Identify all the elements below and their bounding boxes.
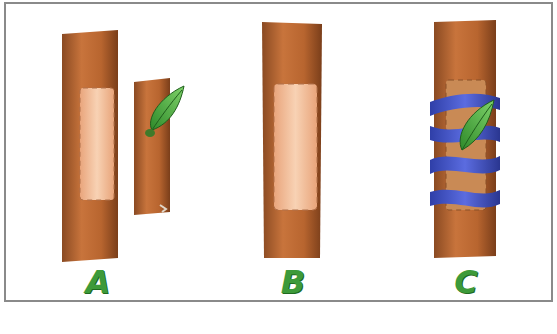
stock-c [430,20,500,258]
figure-letter: B [281,266,305,298]
figure-letter: A [86,266,111,298]
bud-patch [134,78,184,215]
stock-b [262,22,322,258]
figure-letter: C [454,266,477,298]
frame [5,3,552,301]
stock-a [62,30,118,262]
